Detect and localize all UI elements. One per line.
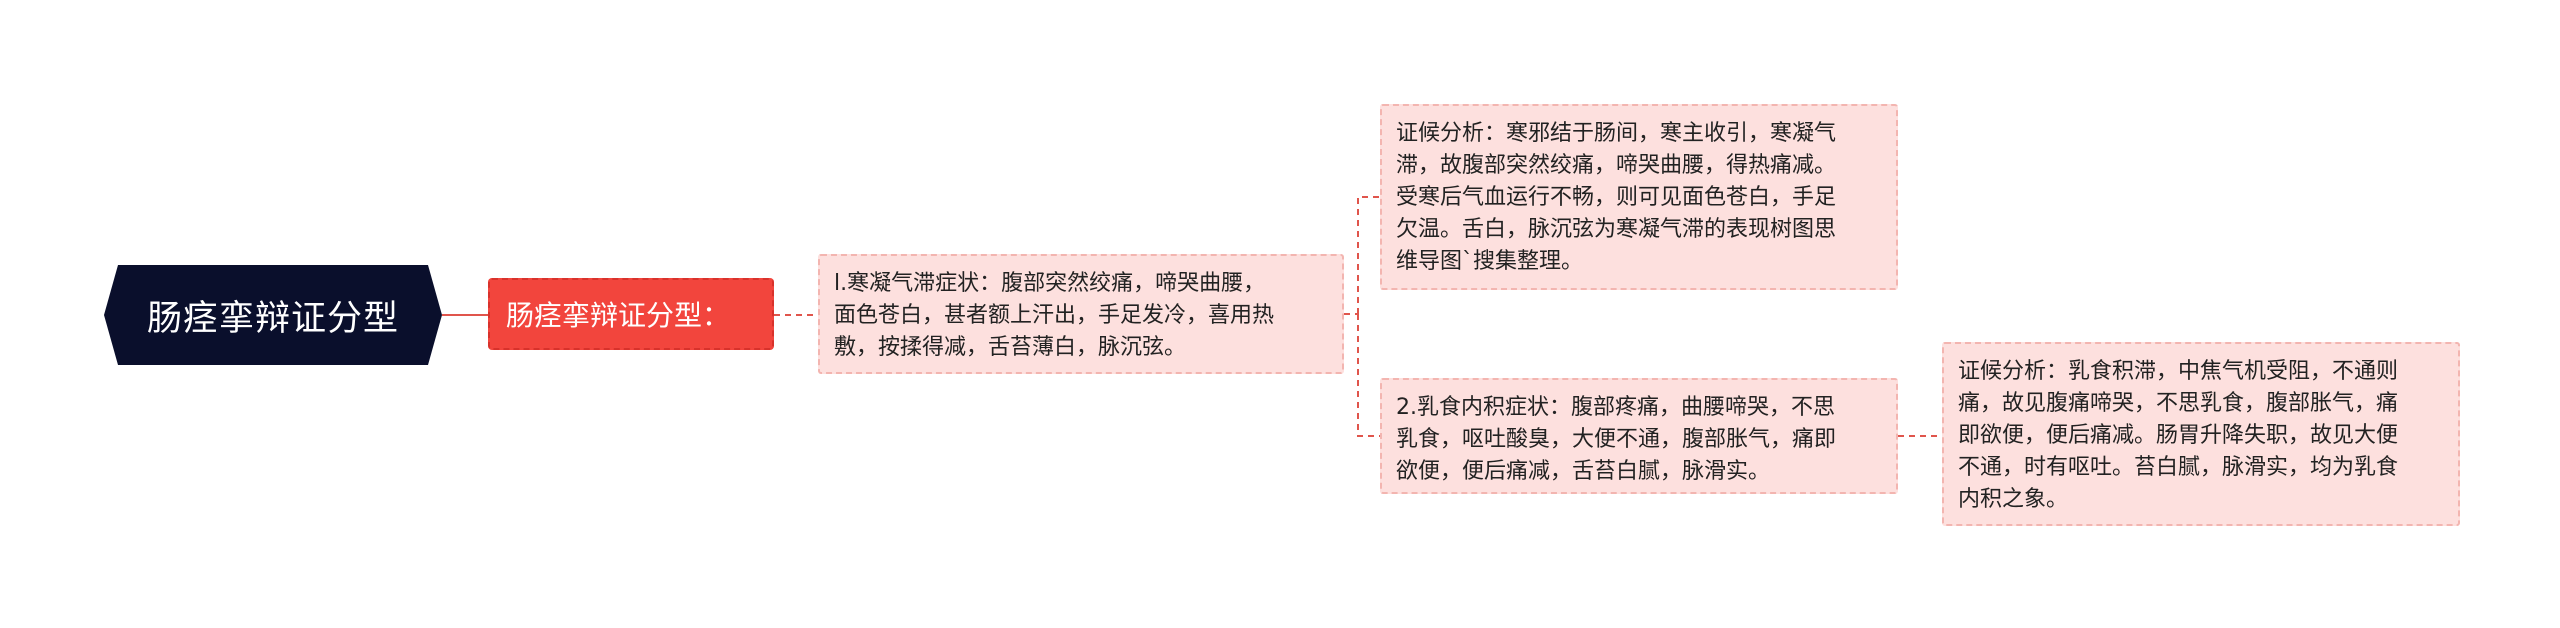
root-node-label: 肠痉挛辩证分型 bbox=[146, 298, 399, 339]
cold-stagnation-symptoms-node[interactable]: l.寒凝气滞症状：腹部突然绞痛，啼哭曲腰， 面色苍白，甚者额上汗出，手足发冷，喜… bbox=[818, 254, 1344, 374]
cold-stagnation-analysis-node[interactable]: 证候分析：寒邪结于肠间，寒主收引，寒凝气 滞，故腹部突然绞痛，啼哭曲腰，得热痛减… bbox=[1380, 104, 1898, 290]
connector-cold-analysis bbox=[1357, 196, 1380, 314]
food-accumulation-analysis-node[interactable]: 证候分析：乳食积滞，中焦气机受阻，不通则 痛，故见腹痛啼哭，不思乳食，腹部胀气，… bbox=[1942, 342, 2460, 526]
root-node[interactable]: 肠痉挛辩证分型 bbox=[104, 265, 442, 365]
connector-food bbox=[1357, 314, 1380, 437]
level1-node-label: 肠痉挛辩证分型： bbox=[506, 299, 731, 332]
level1-node[interactable]: 肠痉挛辩证分型： bbox=[488, 278, 774, 350]
food-accumulation-symptoms-node[interactable]: 2.乳食内积症状：腹部疼痛，曲腰啼哭，不思 乳食，呕吐酸臭，大便不通，腹部胀气，… bbox=[1380, 378, 1898, 494]
